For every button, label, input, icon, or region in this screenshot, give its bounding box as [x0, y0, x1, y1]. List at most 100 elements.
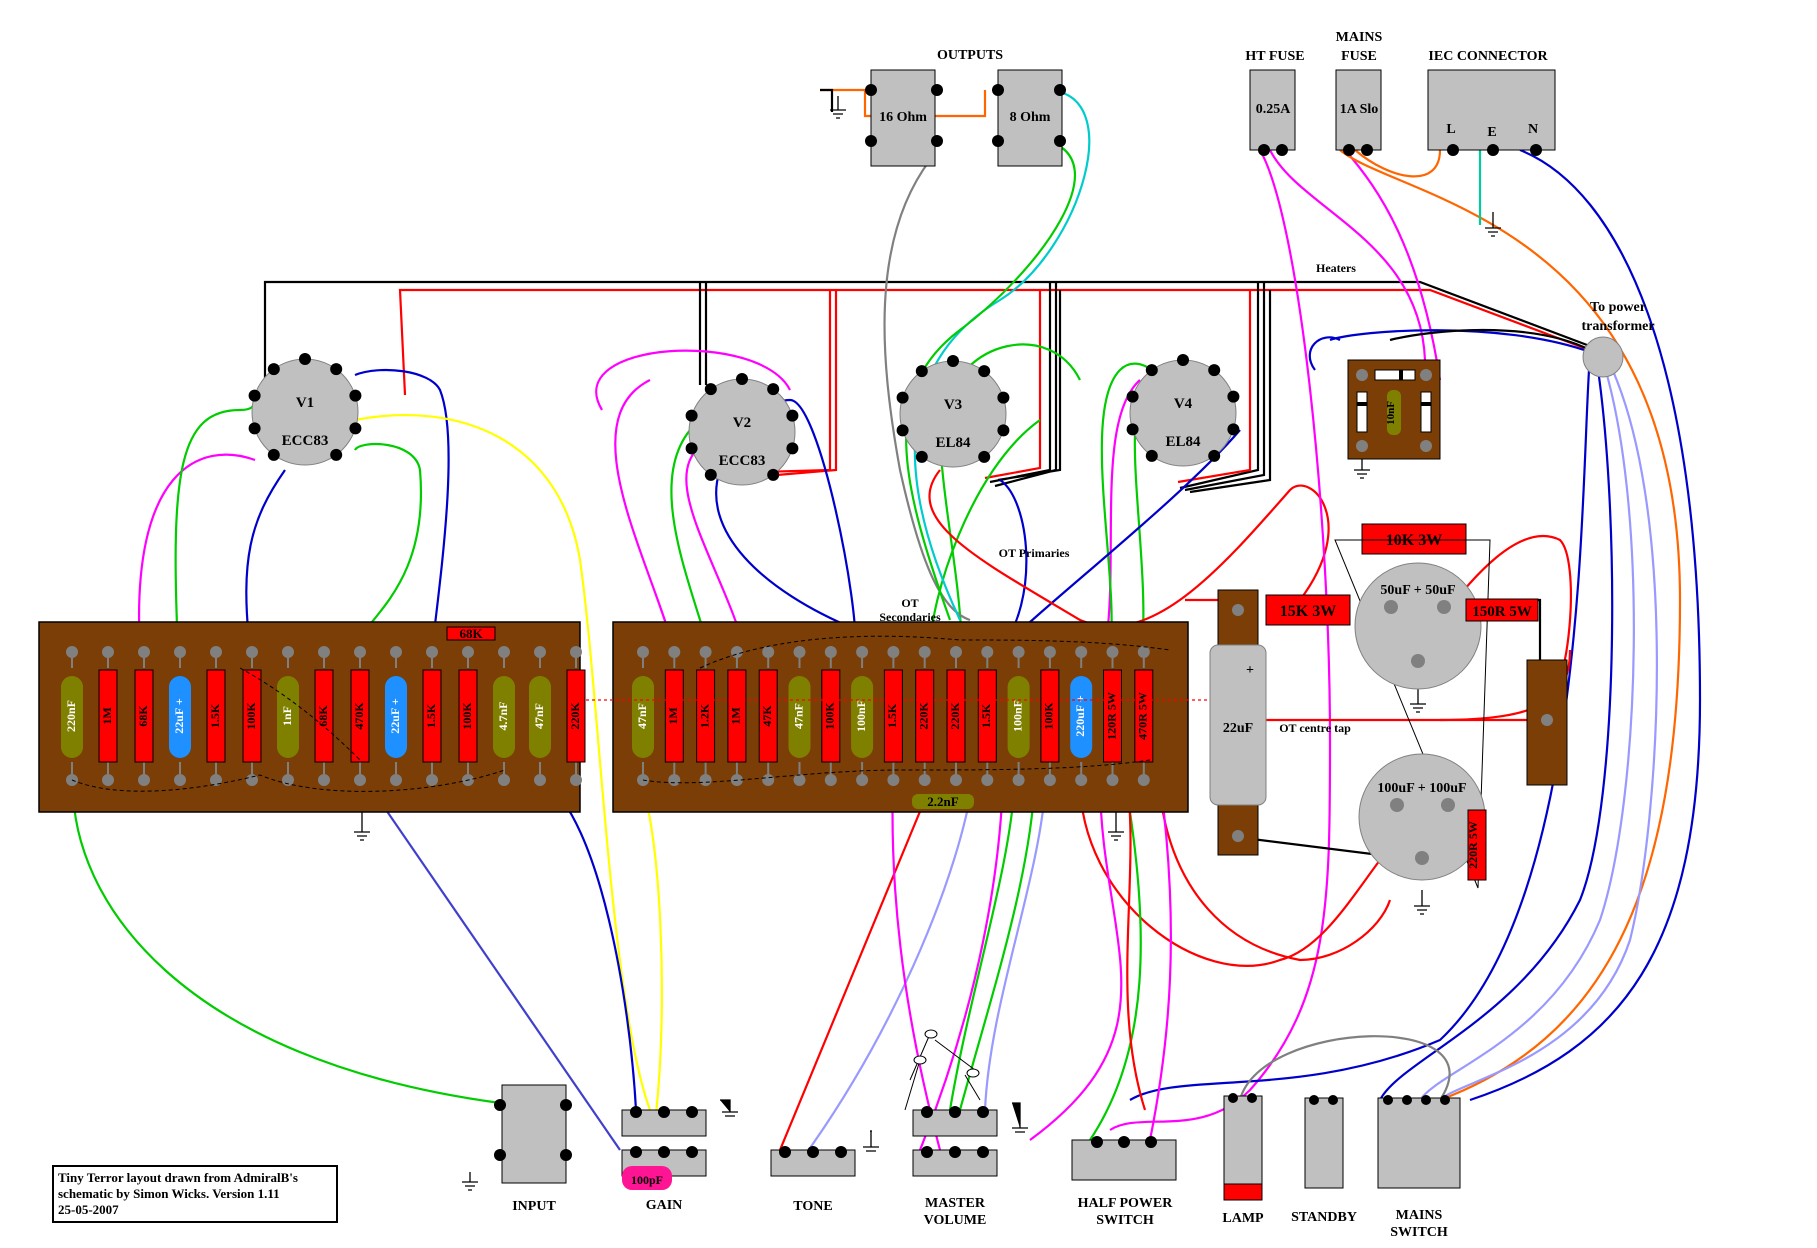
- wires: [71, 88, 1702, 1151]
- board-1-label-11: 100K: [460, 702, 474, 730]
- tube-v2-name: V2: [733, 415, 751, 431]
- iec-label: IEC CONNECTOR: [1428, 49, 1548, 64]
- heaters-label: Heaters: [1316, 261, 1356, 275]
- iec-n-label: N: [1528, 122, 1538, 137]
- heater-wire-red: [398, 288, 1596, 396]
- ht-fuse: HT FUSE 0.25A: [1245, 49, 1305, 156]
- filter-can-1: 50uF + 50uF: [1354, 562, 1482, 690]
- jack-16-ohm[interactable]: 16 Ohm: [870, 69, 936, 167]
- board-2-component-16: 470R 5W: [1134, 646, 1154, 786]
- iec-connector[interactable]: IEC CONNECTOR L E N: [1427, 49, 1556, 156]
- res-15k-3w: 15K 3W: [1265, 594, 1351, 626]
- ht-fuse-value: 0.25A: [1256, 102, 1292, 117]
- power-transformer-grommet: [1582, 336, 1624, 378]
- board-2-component-11: 1.5K: [977, 646, 997, 786]
- board-1-component-2: 68K: [134, 646, 154, 786]
- input-label: INPUT: [512, 1199, 556, 1214]
- board-1-label-2: 68K: [136, 705, 150, 727]
- board-2-label-14: 220uF +: [1073, 695, 1087, 737]
- mains-switch-label-1: MAINS: [1396, 1208, 1443, 1223]
- power-tx-label-1: To power: [1590, 300, 1646, 315]
- board-1-component-0: 220nF: [61, 646, 83, 786]
- board-1-component-4: 1.5K: [206, 646, 226, 786]
- board-1-label-1: 1M: [100, 707, 114, 724]
- board-2-label-16: 470R 5W: [1136, 692, 1150, 740]
- board-1-label-14: 220K: [568, 702, 582, 730]
- master-label-2: VOLUME: [924, 1213, 987, 1228]
- board-1-label-8: 470K: [352, 702, 366, 730]
- tube-v4-name: V4: [1174, 396, 1193, 412]
- mains-fuse-label-2: FUSE: [1341, 49, 1377, 64]
- res-10k-3w: 10K 3W: [1361, 523, 1467, 555]
- board-2-cap-label: 2.2nF: [927, 794, 958, 809]
- res-15k-label: 15K 3W: [1280, 603, 1336, 620]
- power-tx-label-2: transformer: [1581, 319, 1654, 334]
- rectifier-cap-label: 10nF: [1385, 401, 1397, 425]
- board-1-component-14: 220K: [566, 646, 586, 786]
- board-1-component-9: 22uF +: [385, 646, 407, 786]
- ot-primaries-label: OT Primaries: [999, 546, 1070, 560]
- board-1-component-10: 1.5K: [422, 646, 442, 786]
- tone-pot[interactable]: TONE: [770, 1146, 856, 1214]
- ot-secondaries-label-2: Secondaries: [879, 610, 941, 624]
- board-2-component-2: 1.2K: [696, 646, 716, 786]
- tube-v3-name: V3: [944, 397, 962, 413]
- board-2-component-1: 1M: [664, 646, 684, 786]
- res-150r-5w: 150R 5W: [1465, 598, 1539, 622]
- board-2-label-5: 47nF: [791, 703, 805, 729]
- mains-switch[interactable]: MAINS SWITCH: [1377, 1095, 1461, 1240]
- board-2-component-9: 220K: [915, 646, 935, 786]
- tube-v3-type: EL84: [935, 435, 971, 451]
- board-2-bottom-cap: 2.2nF: [912, 794, 974, 809]
- input-jack[interactable]: INPUT: [494, 1084, 572, 1214]
- board-2-label-6: 100K: [823, 702, 837, 730]
- credit-line-2: schematic by Simon Wicks. Version 1.11: [58, 1186, 280, 1201]
- jack-8-ohm-label: 8 Ohm: [1010, 110, 1051, 125]
- standby-switch[interactable]: STANDBY: [1291, 1095, 1357, 1225]
- tube-v1-type: ECC83: [282, 433, 329, 449]
- res-150r-label: 150R 5W: [1472, 604, 1532, 620]
- board-2-label-13: 100K: [1042, 702, 1056, 730]
- iec-e-label: E: [1487, 125, 1496, 140]
- board-2-component-13: 100K: [1040, 646, 1060, 786]
- rectifier-board: 10nF: [1347, 359, 1441, 460]
- board-1-label-7: 68K: [316, 705, 330, 727]
- credit-box: Tiny Terror layout drawn from AdmiralB's…: [52, 1165, 338, 1223]
- ground-symbols: [354, 96, 1501, 1191]
- half-power-label-2: SWITCH: [1096, 1213, 1154, 1228]
- master-label-1: MASTER: [925, 1196, 986, 1211]
- mains-switch-label-2: SWITCH: [1390, 1225, 1448, 1240]
- res-220r-5w: 220R 5W: [1466, 809, 1487, 881]
- board-1-label-4: 1.5K: [208, 703, 222, 728]
- half-power-switch[interactable]: HALF POWER SWITCH: [1071, 1136, 1177, 1228]
- board-1-label-10: 1.5K: [424, 703, 438, 728]
- ot-centre-tap-label: OT centre tap: [1279, 721, 1351, 735]
- board-1-component-1: 1M: [98, 646, 118, 786]
- board-2-component-10: 220K: [946, 646, 966, 786]
- gain-pot[interactable]: 100pF GAIN: [621, 1106, 707, 1213]
- board-2-component-3: 1M: [727, 646, 747, 786]
- jack-8-ohm[interactable]: 8 Ohm: [997, 69, 1063, 167]
- mains-fuse-label-1: MAINS: [1336, 30, 1383, 45]
- board-2-component-4: 47K: [758, 646, 778, 786]
- board-2-label-8: 1.5K: [885, 703, 899, 728]
- board-1-component-5: 100K: [242, 646, 262, 786]
- credit-line-3: 25-05-2007: [58, 1202, 119, 1217]
- board-2-label-7: 100nF: [854, 700, 868, 732]
- standby-label: STANDBY: [1291, 1210, 1357, 1225]
- lamp-label: LAMP: [1222, 1211, 1264, 1226]
- master-volume-pot[interactable]: MASTER VOLUME: [904, 1029, 998, 1228]
- board-1-component-11: 100K: [458, 646, 478, 786]
- tube-v2-type: ECC83: [719, 453, 766, 469]
- board-2-label-2: 1.2K: [697, 703, 711, 728]
- half-power-label-1: HALF POWER: [1078, 1196, 1174, 1211]
